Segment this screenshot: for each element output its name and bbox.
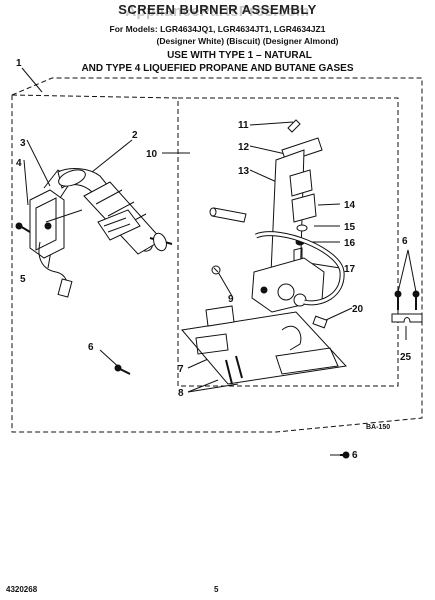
callout-3: 3 <box>20 138 26 149</box>
doc-number: 4320268 <box>6 585 38 594</box>
callout-2: 2 <box>132 130 138 141</box>
callout-7: 7 <box>178 364 184 375</box>
callout-14: 14 <box>344 200 356 211</box>
callout-10: 10 <box>146 149 158 160</box>
callout-16: 16 <box>344 238 356 249</box>
models-line: For Models: LGR4634JQ1, LGR4634JT1, LGR4… <box>109 24 326 34</box>
callout-6: 6 <box>88 342 94 353</box>
callout-6: 6 <box>402 236 408 247</box>
page-number: 5 <box>214 585 219 594</box>
callout-8: 8 <box>178 388 184 399</box>
callout-9: 9 <box>228 294 234 305</box>
diagram-code: BA-150 <box>366 424 391 431</box>
inner-dashed-outline <box>177 97 399 387</box>
callout-20: 20 <box>352 304 364 315</box>
callout-15: 15 <box>344 222 356 233</box>
callout-11: 11 <box>238 120 249 131</box>
outer-dashed-outline <box>11 77 423 433</box>
callout-12: 12 <box>238 142 250 153</box>
callout-5: 5 <box>20 274 26 285</box>
diagram-title: SCREEN BURNER ASSEMBLY <box>118 2 317 17</box>
callout-6: 6 <box>352 450 358 461</box>
colors-line: (Designer White) (Biscuit) (Designer Alm… <box>156 36 339 46</box>
callout-4: 4 <box>16 158 22 169</box>
callout-1: 1 <box>16 58 22 69</box>
callout-17: 17 <box>344 264 356 275</box>
callout-13: 13 <box>238 166 250 177</box>
gas-type-line-1: USE WITH TYPE 1 – NATURAL <box>167 50 312 61</box>
gas-type-line-2: AND TYPE 4 LIQUEFIED PROPANE AND BUTANE … <box>81 63 354 74</box>
callout-25: 25 <box>400 352 412 363</box>
watermark: AppliancePartsPros.com <box>125 3 310 20</box>
